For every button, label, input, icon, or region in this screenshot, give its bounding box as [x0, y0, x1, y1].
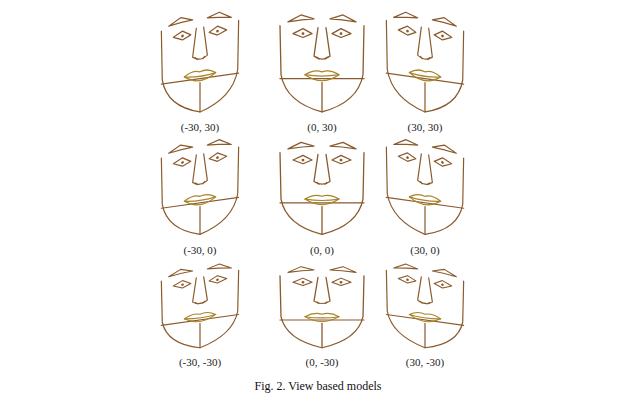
- face-model: [161, 10, 238, 118]
- face-model: [280, 142, 364, 234]
- face-model: [386, 137, 463, 240]
- face-model: [280, 15, 364, 112]
- face-model: [161, 137, 238, 240]
- face-model: [280, 267, 364, 348]
- face-model: [386, 10, 463, 118]
- view-angle-label: (-30, 30): [179, 121, 222, 134]
- face-model: [386, 261, 463, 353]
- face-model: [386, 137, 463, 240]
- face-model: [161, 137, 238, 240]
- face-model: [280, 15, 364, 112]
- face-model: [161, 261, 238, 353]
- view-angle-label: (30, 0): [408, 244, 441, 257]
- face-model: [161, 10, 238, 118]
- view-angle-label: (30, -30): [404, 356, 447, 369]
- view-angle-label: (0, -30): [304, 356, 341, 369]
- view-angle-label: (-30, -30): [177, 356, 223, 369]
- face-model: [161, 261, 238, 353]
- face-model: [386, 261, 463, 353]
- face-model: [280, 142, 364, 234]
- view-angle-label: (-30, 0): [182, 244, 219, 257]
- face-model: [280, 267, 364, 348]
- view-angle-label: (0, 0): [308, 244, 336, 257]
- view-angle-label: (30, 30): [406, 121, 445, 134]
- figure-caption: Fig. 2. View based models: [252, 379, 383, 393]
- face-model: [386, 10, 463, 118]
- view-angle-label: (0, 30): [305, 121, 338, 134]
